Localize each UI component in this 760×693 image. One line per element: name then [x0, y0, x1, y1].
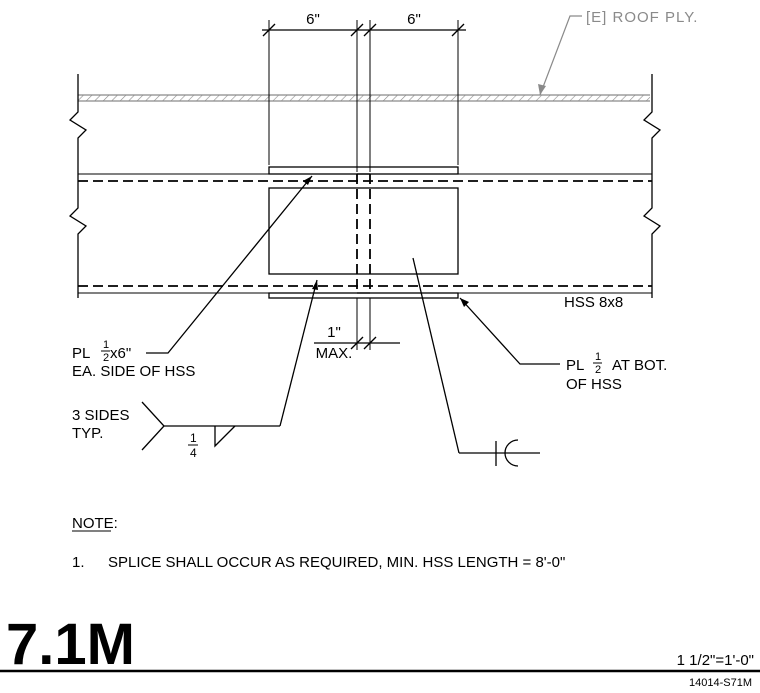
svg-text:2: 2	[103, 352, 109, 364]
svg-text:AT BOT.: AT BOT.	[612, 357, 667, 374]
gap-dimension-suffix: MAX.	[316, 345, 353, 362]
top-plate-callout-line2: EA. SIDE OF HSS	[72, 363, 195, 380]
svg-text:PL: PL	[566, 357, 584, 374]
weld-note-line1: 3 SIDES	[72, 407, 130, 424]
top-splice-plate	[268, 166, 459, 175]
drawing-scale: 1 1/2"=1'-0"	[677, 652, 754, 669]
weld-symbol: 3 SIDES TYP. 1 4	[72, 279, 318, 460]
gap-dimension: 1" MAX.	[314, 298, 400, 362]
left-break-line	[68, 74, 88, 298]
gap-dimension-value: 1"	[327, 324, 341, 341]
notes-section: NOTE: 1. SPLICE SHALL OCCUR AS REQUIRED,…	[72, 515, 565, 571]
centerline-callout	[412, 257, 540, 467]
svg-text:4: 4	[190, 446, 197, 460]
svg-text:x6": x6"	[110, 345, 131, 362]
dimension-right: 6"	[407, 11, 421, 28]
hss-bottom-flange	[78, 285, 652, 294]
hss-size-label: HSS 8x8	[564, 294, 623, 311]
right-break-line	[642, 74, 662, 298]
splice-joint	[356, 173, 371, 294]
svg-text:1: 1	[103, 339, 109, 351]
top-plate-callout: PL 1 2 x6" EA. SIDE OF HSS	[72, 175, 313, 380]
bottom-splice-plate	[268, 292, 459, 299]
weld-note-line2: TYP.	[72, 425, 103, 442]
notes-heading: NOTE:	[72, 515, 118, 532]
hss-top-flange	[78, 173, 652, 182]
svg-text:PL: PL	[72, 345, 90, 362]
top-dimension-string: 6" 6"	[262, 11, 466, 172]
note-item-number: 1.	[72, 554, 85, 571]
side-splice-plate	[268, 187, 459, 275]
title-block: 7.1M 1 1/2"=1'-0" 14014-S71M	[0, 612, 760, 689]
roof-ply-label: [E] ROOF PLY.	[586, 9, 698, 26]
svg-text:1: 1	[595, 351, 601, 363]
detail-number: 7.1M	[6, 612, 135, 677]
note-item-text: SPLICE SHALL OCCUR AS REQUIRED, MIN. HSS…	[108, 554, 565, 571]
roof-ply-callout: [E] ROOF PLY.	[538, 9, 698, 96]
bottom-plate-callout: PL 1 2 AT BOT. OF HSS	[459, 297, 667, 393]
drawing-reference: 14014-S71M	[689, 677, 752, 689]
roof-ply	[78, 94, 650, 102]
bottom-plate-callout-line2: OF HSS	[566, 376, 622, 393]
svg-text:1: 1	[190, 431, 197, 445]
svg-text:2: 2	[595, 364, 601, 376]
dimension-left: 6"	[306, 11, 320, 28]
